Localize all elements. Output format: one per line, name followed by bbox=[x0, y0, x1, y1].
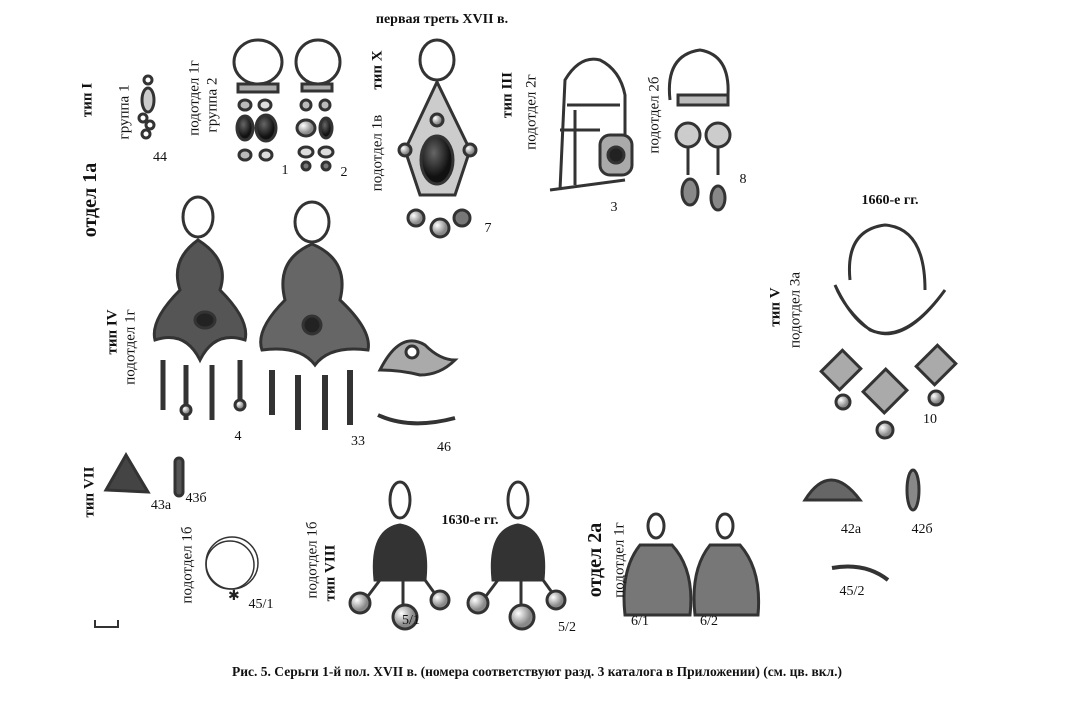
label-subdept-2g: подотдел 2г bbox=[523, 74, 540, 150]
earring-10 bbox=[819, 223, 958, 440]
label-subdept-1b-a: подотдел 1б bbox=[179, 526, 196, 604]
earring-6-1 bbox=[622, 512, 693, 617]
earring-2 bbox=[294, 38, 342, 172]
earring-45-1: ✱ bbox=[205, 536, 259, 604]
earring-4 bbox=[152, 195, 248, 420]
label-dept-2a: отдел 2а bbox=[584, 522, 606, 598]
earring-5-1 bbox=[348, 480, 451, 631]
earring-42a bbox=[802, 478, 864, 502]
label-type-iii: тип III bbox=[499, 72, 516, 118]
label-subdept-1b-b: подотдел 1б bbox=[304, 521, 321, 599]
heading-1630s: 1630-е гг. bbox=[441, 513, 499, 528]
number-42b: 42б bbox=[911, 522, 933, 537]
earring-1 bbox=[232, 38, 284, 162]
number-45-1: 45/1 bbox=[248, 597, 274, 612]
label-type-vii: тип VII bbox=[81, 466, 98, 518]
earring-45-2 bbox=[831, 564, 890, 582]
number-44: 44 bbox=[153, 150, 167, 165]
earring-3 bbox=[549, 57, 634, 192]
number-33: 33 bbox=[351, 434, 365, 449]
number-2: 2 bbox=[340, 165, 348, 180]
earring-8 bbox=[667, 48, 732, 212]
earring-43b bbox=[173, 456, 185, 498]
number-43a: 43а bbox=[150, 498, 172, 513]
number-6-2: 6/2 bbox=[700, 614, 718, 629]
number-4: 4 bbox=[234, 429, 242, 444]
svg-text:✱: ✱ bbox=[228, 589, 240, 604]
label-subdept-1g-bot: подотдел 1г bbox=[611, 522, 628, 598]
label-subdept-1g-top: подотдел 1г bbox=[186, 60, 203, 136]
label-type-x: тип X bbox=[369, 50, 386, 90]
earring-6-2 bbox=[692, 512, 761, 617]
earring-46 bbox=[377, 339, 459, 426]
earring-5-2 bbox=[466, 480, 567, 631]
earring-7 bbox=[397, 38, 478, 239]
number-46: 46 bbox=[437, 440, 451, 455]
label-subdept-2b: подотдел 2б bbox=[646, 76, 663, 154]
label-dept-1a: отдел 1а bbox=[79, 162, 101, 238]
number-1: 1 bbox=[281, 163, 289, 178]
number-8: 8 bbox=[739, 172, 747, 187]
number-5-2: 5/2 bbox=[558, 620, 576, 635]
label-type-iv: тип IV bbox=[104, 309, 121, 355]
number-7: 7 bbox=[484, 221, 492, 236]
label-type-v: тип V bbox=[767, 287, 784, 327]
label-group-2: группа 2 bbox=[204, 77, 221, 133]
number-10: 10 bbox=[923, 412, 937, 427]
number-6-1: 6/1 bbox=[631, 614, 649, 629]
label-type-viii: тип VIII bbox=[322, 544, 339, 602]
label-subdept-1g-mid: подотдел 1г bbox=[122, 309, 139, 385]
label-subdept-3a: подотдел 3а bbox=[787, 271, 804, 349]
scale-bar bbox=[94, 620, 119, 628]
number-45-2: 45/2 bbox=[839, 584, 865, 599]
earring-33 bbox=[259, 200, 370, 430]
heading-1660s: 1660-е гг. bbox=[861, 193, 919, 208]
earring-44 bbox=[137, 74, 156, 140]
number-43b: 43б bbox=[185, 491, 207, 506]
label-type-1: тип I bbox=[79, 82, 96, 118]
heading-first-third: первая треть XVII в. bbox=[375, 12, 509, 27]
number-5-1: 5/1 bbox=[402, 613, 420, 628]
label-subdept-1v: подотдел 1в bbox=[369, 114, 386, 192]
label-group-1: группа 1 bbox=[116, 84, 133, 140]
earring-43a bbox=[103, 452, 151, 494]
earring-42b bbox=[905, 468, 921, 512]
number-42a: 42а bbox=[840, 522, 862, 537]
number-3: 3 bbox=[610, 200, 618, 215]
figure-caption: Рис. 5. Серьги 1-й пол. XVII в. (номера … bbox=[232, 664, 842, 679]
